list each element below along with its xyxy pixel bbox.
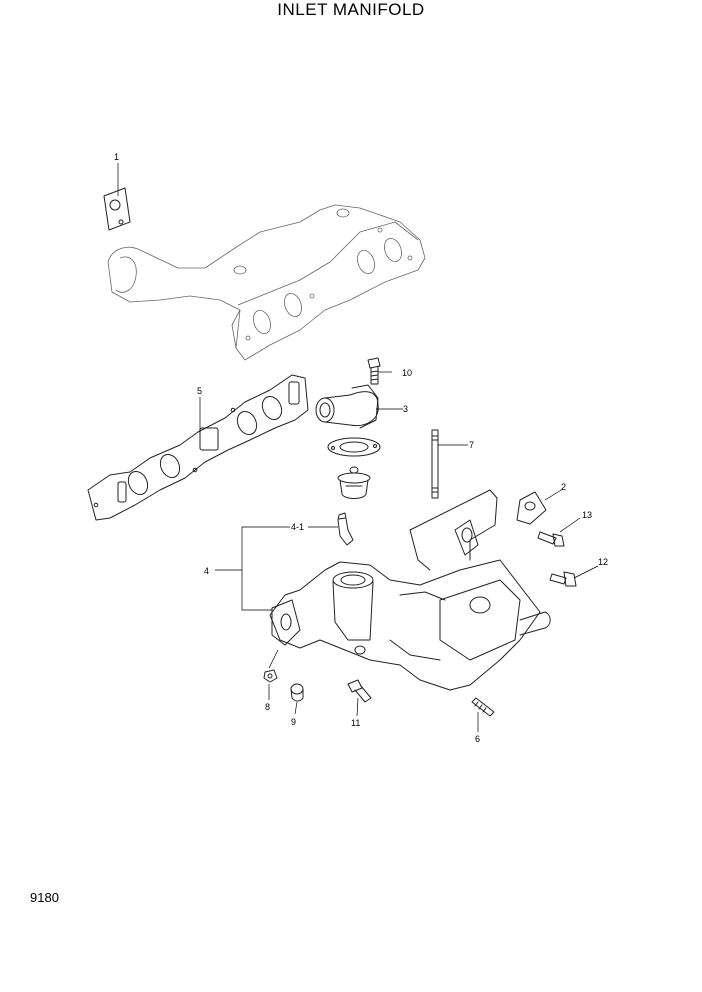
callout-3: 3 [403,404,408,414]
callout-12: 12 [598,557,608,567]
exhaust-manifold-outline [107,204,426,361]
part-1-flange-gasket [103,187,131,231]
leader-lines [117,163,599,732]
callout-7: 7 [469,440,474,450]
part-13-bolt [537,531,565,547]
part-4-1-elbow-fitting [337,512,354,546]
callout-9: 9 [291,717,296,727]
part-9-plug [290,683,304,702]
part-5-manifold-gasket [87,374,309,521]
part-12-bolt [549,571,577,587]
part-8-nut [263,669,278,683]
part-3-water-outlet-housing [315,384,379,429]
part-7-stud [431,429,439,499]
callout-2: 2 [561,482,566,492]
callout-1: 1 [114,152,119,162]
callout-6: 6 [475,734,480,744]
callout-labels: 1 2 3 4 4-1 5 6 7 8 9 10 11 12 13 [114,152,608,744]
thermostat-gasket [327,437,381,457]
page-number: 9180 [30,890,59,905]
callout-4-1: 4-1 [291,522,304,532]
thermostat [337,466,371,499]
callout-13: 13 [582,510,592,520]
part-2-flange-plate [516,491,547,525]
part-10-bolt [367,357,381,385]
part-11-bolt [347,679,372,703]
callout-10: 10 [402,368,412,378]
diagram-title: INLET MANIFOLD [277,0,425,19]
part-6-stud [471,697,495,717]
callout-4: 4 [204,566,209,576]
callout-11: 11 [351,718,360,728]
part-4-inlet-manifold [269,489,551,691]
callout-5: 5 [197,386,202,396]
callout-8: 8 [265,702,270,712]
